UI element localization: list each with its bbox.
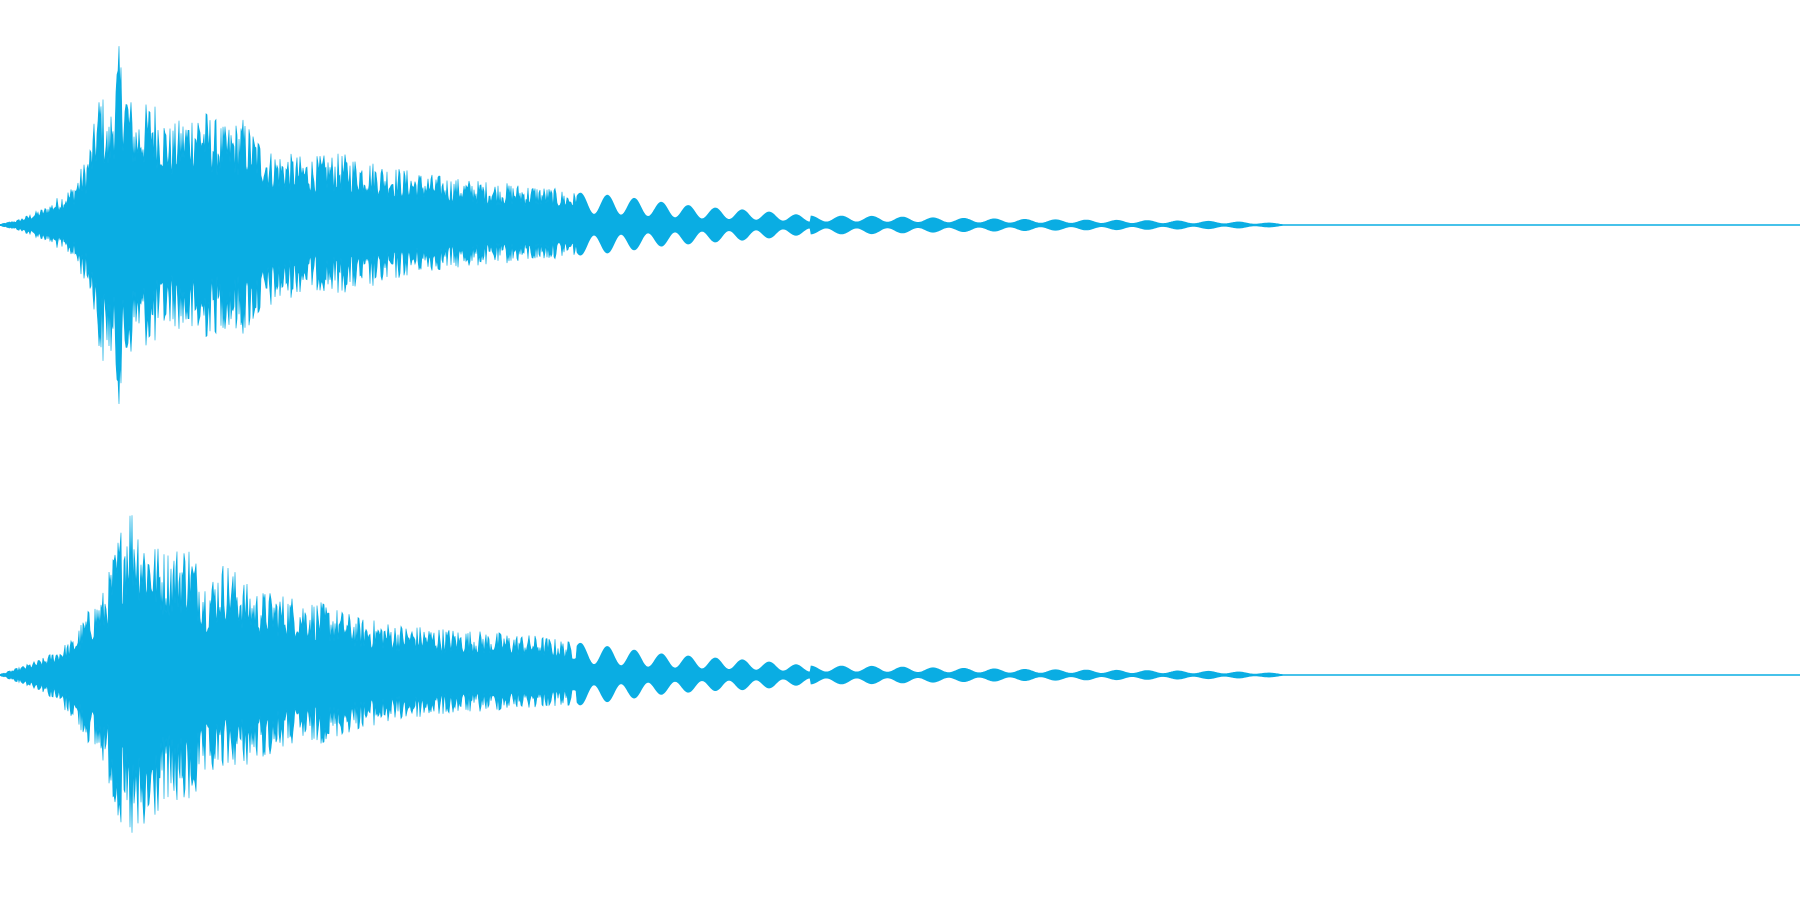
channel-1-waveform — [0, 46, 1800, 405]
channel-1-signal — [0, 46, 1800, 405]
channel-2-waveform — [0, 515, 1800, 833]
channel-2-signal — [0, 515, 1800, 833]
